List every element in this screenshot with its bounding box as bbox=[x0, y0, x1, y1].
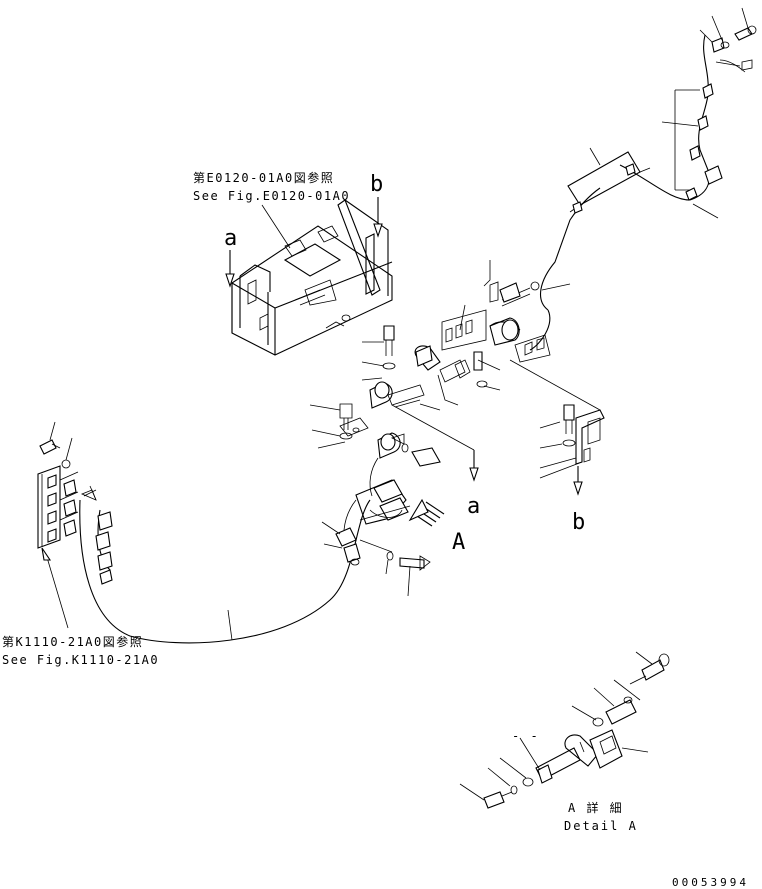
detail-title-jp: A 詳 細 bbox=[568, 801, 624, 815]
letter-a-right: a bbox=[467, 494, 481, 519]
leaders-center bbox=[309, 304, 501, 449]
ref-top-en: See Fig.E0120-01A0 bbox=[193, 189, 351, 203]
arrow-b-right bbox=[573, 466, 583, 496]
letter-a-left: a bbox=[224, 226, 238, 251]
ref-top-jp: 第E0120-01A0図参照 bbox=[193, 171, 335, 185]
ref-leader-top bbox=[261, 204, 291, 249]
center-hardware bbox=[339, 325, 488, 497]
detail-title-en: Detail A bbox=[564, 819, 638, 833]
right-bracket bbox=[509, 359, 605, 479]
detail-dash: - - bbox=[512, 729, 540, 743]
ref-leader-bottom bbox=[45, 553, 69, 629]
middle-connectors bbox=[441, 260, 551, 363]
leaders-upper-right bbox=[541, 7, 749, 291]
drawing-number: 00053994 bbox=[672, 876, 749, 889]
arrow-b-top bbox=[373, 197, 383, 238]
clamp-group bbox=[335, 479, 431, 571]
detail-A-drawing bbox=[483, 653, 670, 809]
harness-lower bbox=[79, 489, 371, 644]
leaders-clamp bbox=[49, 421, 411, 641]
harness-upper bbox=[489, 25, 757, 351]
arrow-a-right bbox=[391, 404, 479, 482]
ref-bottom-en: See Fig.K1110-21A0 bbox=[2, 653, 160, 667]
letter-big-A: A bbox=[452, 530, 466, 555]
letter-b-right: b bbox=[572, 510, 586, 535]
view-arrow-A bbox=[408, 498, 445, 527]
main-bracket bbox=[231, 199, 393, 356]
leaders-detail bbox=[459, 651, 653, 801]
ref-bottom-jp: 第K1110-21A0図参照 bbox=[2, 635, 144, 649]
arrow-a-left bbox=[225, 250, 235, 288]
letter-b-top: b bbox=[370, 172, 384, 197]
left-connector-bracket bbox=[37, 439, 97, 549]
